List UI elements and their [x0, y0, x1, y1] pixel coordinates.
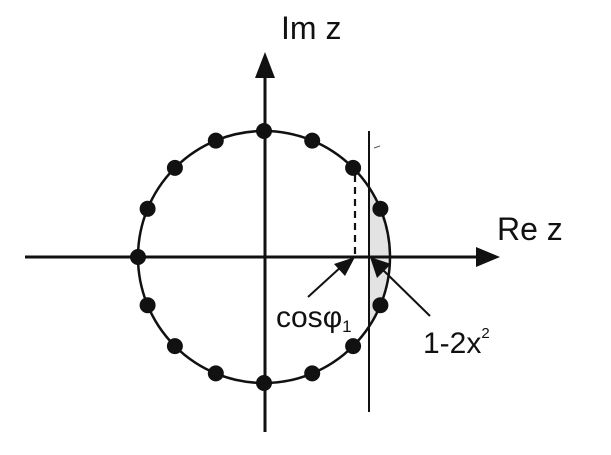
cos-phi-label: cosφ1	[276, 301, 352, 336]
cos-base-text: cos	[276, 301, 323, 334]
imaginary-axis-label: Im z	[281, 10, 341, 46]
circle-point	[345, 159, 362, 176]
real-axis-label: Re z	[497, 211, 563, 247]
circle-point	[256, 375, 272, 391]
cos-phi-pointer-arrowhead	[334, 257, 355, 276]
circle-point	[345, 338, 362, 355]
circle-point	[207, 365, 224, 382]
cut-superscript: 2	[481, 325, 489, 342]
phi-subscript: 1	[342, 317, 351, 336]
circle-point	[130, 249, 146, 265]
cut-pointer-line	[382, 269, 431, 317]
circle-point	[139, 200, 156, 217]
cut-base-text: 1-2x	[423, 327, 481, 360]
cos-phi-pointer-line	[307, 265, 343, 298]
phi-symbol: φ	[323, 301, 342, 334]
cut-value-label: 1-2x2	[423, 325, 490, 360]
circle-point	[256, 123, 272, 139]
circle-point	[207, 132, 224, 149]
circle-point	[139, 297, 156, 314]
real-axis-arrowhead	[476, 247, 500, 267]
circle-point	[304, 365, 321, 382]
circle-points	[130, 123, 389, 391]
circle-point	[372, 297, 389, 314]
imaginary-axis-arrowhead	[255, 52, 275, 78]
circle-point	[166, 159, 183, 176]
cut-pointer-arrowhead	[370, 257, 391, 278]
small-tick-mark	[373, 145, 381, 149]
circle-point	[166, 338, 183, 355]
circle-point	[372, 200, 389, 217]
circle-point	[304, 132, 321, 149]
